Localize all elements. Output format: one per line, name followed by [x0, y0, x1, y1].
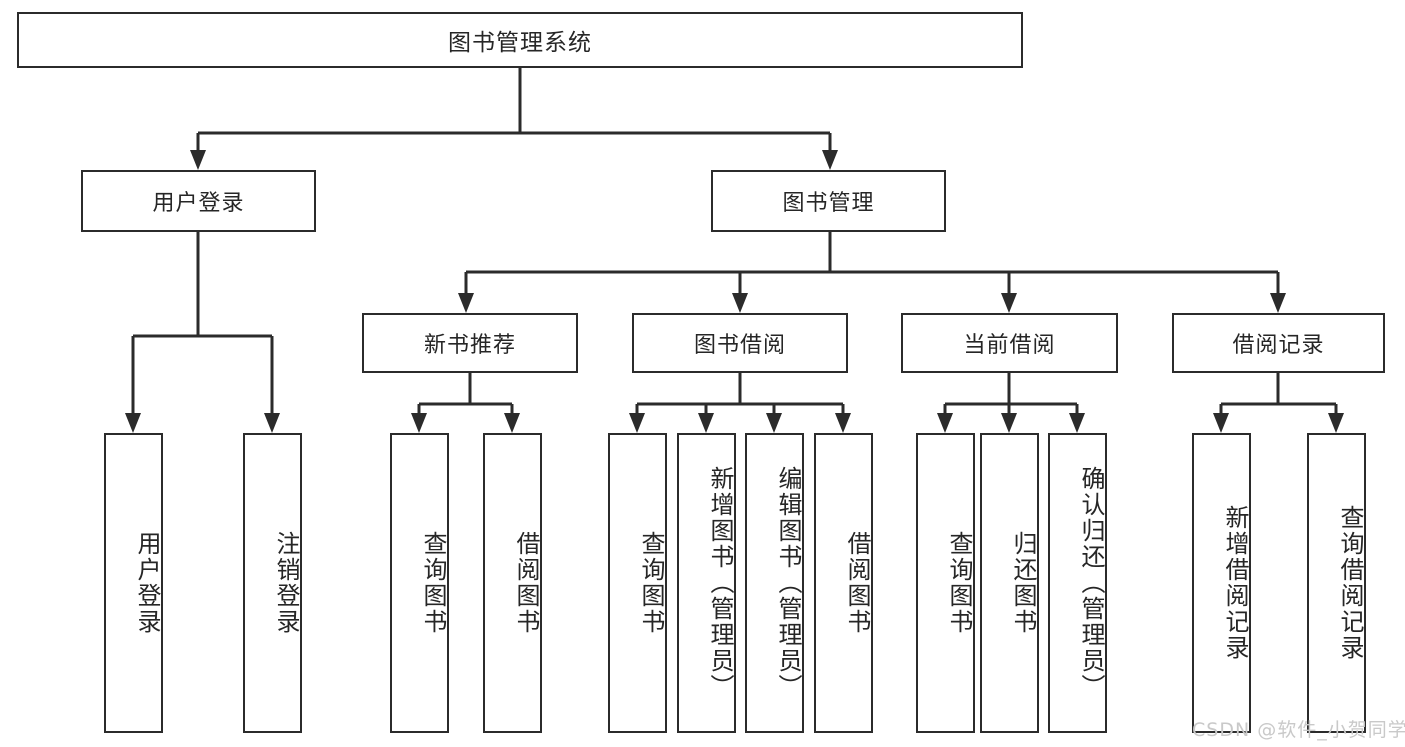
leaf-current-borrow-1[interactable]: 归还图书: [980, 433, 1039, 733]
leaf-label: 用户登录: [133, 531, 161, 635]
arrow-root-to-book-manage: [822, 150, 838, 170]
leaf-current-borrow-0[interactable]: 查询图书: [916, 433, 975, 733]
leaf-label: 借阅图书: [512, 531, 540, 635]
arrow-current-child-0: [937, 413, 953, 433]
leaf-label: 编辑图书（管理员）: [774, 466, 802, 700]
arrow-borrow-child-3: [835, 413, 851, 433]
arrow-book-manage-child-3: [1270, 293, 1286, 313]
leaf-label: 归还图书: [1009, 531, 1037, 635]
node-borrow-record[interactable]: 借阅记录: [1172, 313, 1385, 373]
node-new-book-recommend[interactable]: 新书推荐: [362, 313, 578, 373]
arrow-current-child-2: [1069, 413, 1085, 433]
arrow-borrow-child-2: [766, 413, 782, 433]
arrow-record-child-0: [1213, 413, 1229, 433]
leaf-label: 查询借阅记录: [1336, 505, 1364, 661]
arrow-root-to-user-login: [190, 150, 206, 170]
arrow-user-login-child-0: [125, 413, 141, 433]
arrow-recommend-child-1: [504, 413, 520, 433]
node-user-login[interactable]: 用户登录: [81, 170, 316, 232]
leaf-label: 新增借阅记录: [1221, 505, 1249, 661]
arrow-record-child-1: [1328, 413, 1344, 433]
leaf-book-borrow-1[interactable]: 新增图书（管理员）: [677, 433, 736, 733]
leaf-label: 查询图书: [419, 531, 447, 635]
arrow-recommend-child-0: [411, 413, 427, 433]
arrow-borrow-child-1: [698, 413, 714, 433]
leaf-label: 查询图书: [637, 531, 665, 635]
arrow-book-manage-child-2: [1001, 293, 1017, 313]
node-book-borrow[interactable]: 图书借阅: [632, 313, 848, 373]
leaf-label: 注销登录: [272, 531, 300, 635]
leaf-new-book-recommend-1[interactable]: 借阅图书: [483, 433, 542, 733]
leaf-book-borrow-2[interactable]: 编辑图书（管理员）: [745, 433, 804, 733]
leaf-label: 新增图书（管理员）: [706, 466, 734, 700]
arrow-current-child-1: [1001, 413, 1017, 433]
leaf-label: 借阅图书: [843, 531, 871, 635]
leaf-current-borrow-2[interactable]: 确认归还（管理员）: [1048, 433, 1107, 733]
arrow-book-manage-child-0: [458, 293, 474, 313]
leaf-book-borrow-0[interactable]: 查询图书: [608, 433, 667, 733]
node-current-borrow[interactable]: 当前借阅: [901, 313, 1118, 373]
leaf-borrow-record-1[interactable]: 查询借阅记录: [1307, 433, 1366, 733]
watermark: CSDN @软件_小贺同学: [1192, 719, 1405, 741]
leaf-user-login-0[interactable]: 用户登录: [104, 433, 163, 733]
leaf-label: 确认归还（管理员）: [1077, 466, 1105, 700]
leaf-book-borrow-3[interactable]: 借阅图书: [814, 433, 873, 733]
arrow-borrow-child-0: [629, 413, 645, 433]
leaf-label: 查询图书: [945, 531, 973, 635]
arrow-user-login-child-1: [264, 413, 280, 433]
arrow-book-manage-child-1: [732, 293, 748, 313]
node-root[interactable]: 图书管理系统: [17, 12, 1023, 68]
leaf-new-book-recommend-0[interactable]: 查询图书: [390, 433, 449, 733]
leaf-borrow-record-0[interactable]: 新增借阅记录: [1192, 433, 1251, 733]
node-book-management[interactable]: 图书管理: [711, 170, 946, 232]
leaf-user-login-1[interactable]: 注销登录: [243, 433, 302, 733]
